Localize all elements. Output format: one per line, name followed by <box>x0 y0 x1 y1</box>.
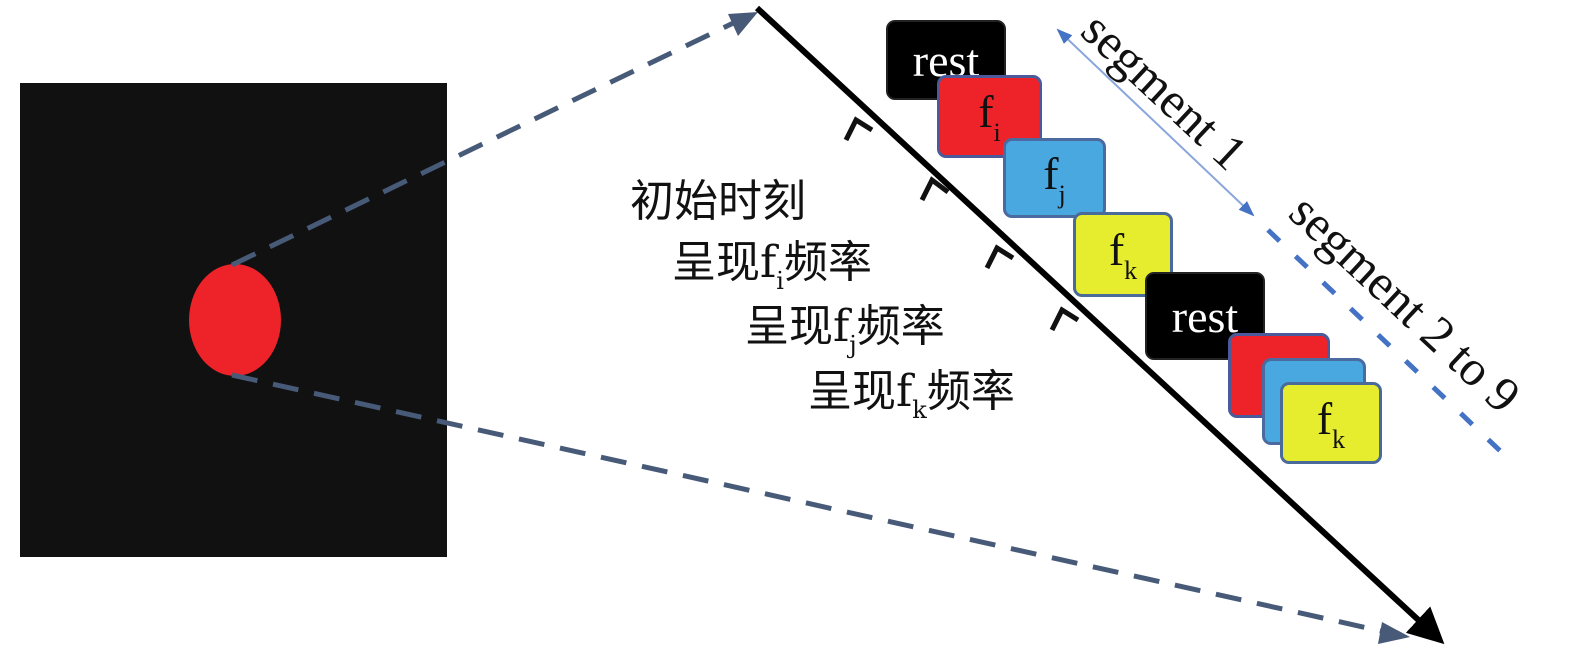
label-present-fk: 呈现fk频率 <box>808 366 1015 424</box>
time-markers <box>843 116 1080 332</box>
time-axis-arrow <box>754 5 1445 645</box>
zoom-arrowhead-top <box>728 12 758 36</box>
zoom-arrowhead-bottom <box>1378 622 1410 644</box>
segment-1-arrow <box>1056 28 1255 217</box>
rest-label: rest <box>1171 290 1239 342</box>
fj-label: fj <box>1043 147 1066 209</box>
label-initial-time: 初始时刻 <box>630 176 806 227</box>
label-present-fi: 呈现fi频率 <box>672 237 872 295</box>
zoom-dashed-line-top <box>230 11 754 268</box>
marker-initial <box>843 116 874 142</box>
marker-fk <box>1049 306 1080 332</box>
fk-box-stacked: fk <box>1280 382 1382 464</box>
fk-label: fk <box>1108 224 1138 285</box>
marker-fj <box>984 244 1015 270</box>
stimulus-dot <box>189 264 281 376</box>
zoom-dashed-line-bottom <box>231 372 1391 636</box>
fj-box: fj <box>1003 138 1106 218</box>
label-present-fj: 呈现fj频率 <box>745 301 945 359</box>
marker-fi <box>919 176 950 202</box>
fk-label: fk <box>1316 392 1346 454</box>
fi-label: fi <box>978 86 1001 147</box>
